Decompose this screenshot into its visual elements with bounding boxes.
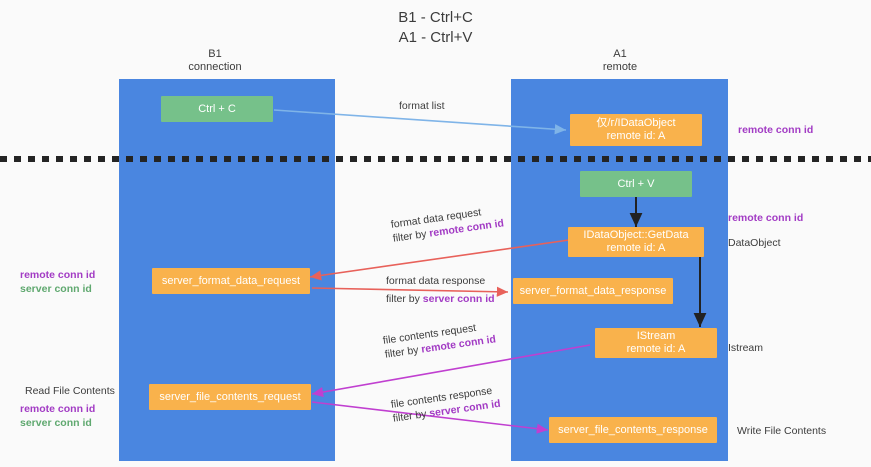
box-ctrl-c[interactable]: Ctrl + C: [161, 96, 273, 122]
filter-by-prefix: filter by: [386, 293, 423, 305]
flow-label-format-data-response: format data response filter by server co…: [386, 274, 495, 306]
lane-header-b1: B1 connection: [188, 48, 242, 73]
left-annotation-remote-conn-id: remote conn id: [20, 269, 96, 281]
right-annotation-istream: Istream: [728, 342, 764, 354]
left-annotation-server-conn-id-2: server conn id: [20, 417, 92, 429]
right-annotation-write-file-contents: Write File Contents: [737, 425, 827, 437]
filter-by-prefix: filter by: [392, 407, 431, 425]
box-istream[interactable]: IStream remote id: A: [595, 328, 717, 358]
right-annotation-top-remote-conn-id: remote conn id: [738, 124, 814, 136]
left-annotation-remote-conn-id-2: remote conn id: [20, 403, 96, 415]
flow-label-format-list: format list: [399, 99, 445, 113]
filter-key-server-conn-id: server conn id: [422, 293, 495, 305]
left-annotation-read-file-contents: Read File Contents: [25, 385, 115, 397]
flow-label-file-contents-response: file contents response filter by server …: [390, 383, 501, 426]
flow-label-format-data-response-line2: filter by server conn id: [386, 292, 495, 306]
lane-header-a1: A1 remote: [602, 48, 638, 73]
filter-by-prefix: filter by: [392, 227, 431, 245]
right-annotation-dataobject: DataObject: [728, 237, 781, 249]
flow-label-format-list-line1: format list: [399, 100, 445, 112]
diagram-title: B1 - Ctrl+C A1 - Ctrl+V: [398, 9, 473, 46]
filter-by-prefix: filter by: [384, 343, 423, 361]
box-server-format-data-request[interactable]: server_format_data_request: [152, 268, 310, 294]
left-annotation-server-conn-id: server conn id: [20, 283, 92, 295]
box-server-format-data-response[interactable]: server_format_data_response: [513, 278, 673, 304]
box-server-file-contents-request[interactable]: server_file_contents_request: [149, 384, 311, 410]
box-idataobject-getdata[interactable]: IDataObject::GetData remote id: A: [568, 227, 704, 257]
box-idataobject-remote[interactable]: 仅/г/IDataObject remote id: A: [570, 114, 702, 146]
flow-label-file-contents-request: file contents request filter by remote c…: [382, 318, 497, 361]
flow-label-format-data-response-line1: format data response: [386, 275, 486, 287]
box-server-file-contents-response[interactable]: server_file_contents_response: [549, 417, 717, 443]
right-annotation-mid-remote-conn-id: remote conn id: [728, 212, 804, 224]
box-ctrl-v[interactable]: Ctrl + V: [580, 171, 692, 197]
flow-label-format-data-request: format data request filter by remote con…: [390, 202, 505, 245]
